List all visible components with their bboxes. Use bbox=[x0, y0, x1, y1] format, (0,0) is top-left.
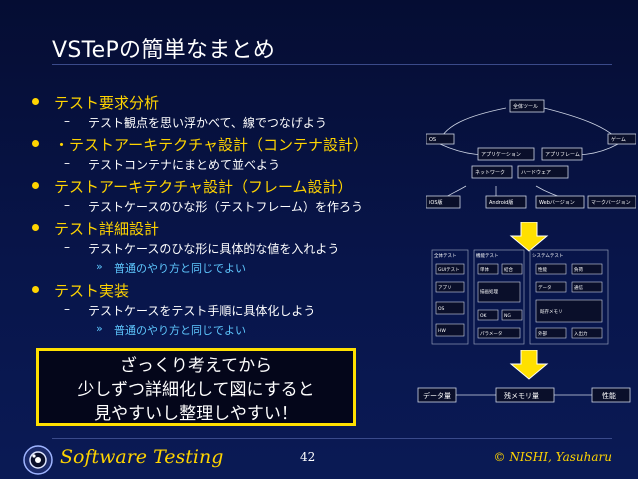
footer-divider bbox=[52, 438, 612, 439]
dash-icon: – bbox=[64, 114, 70, 128]
dash-icon: – bbox=[64, 302, 70, 316]
diagram-label: OS bbox=[429, 137, 436, 143]
diagram-label: 性能 bbox=[538, 266, 547, 273]
bullet-dot-icon bbox=[32, 140, 39, 147]
slide-title: VSTePの簡単なまとめ bbox=[52, 38, 276, 63]
dash-icon: – bbox=[64, 156, 70, 170]
raquo-icon: » bbox=[96, 260, 103, 273]
diagram-label: Android版 bbox=[489, 199, 513, 206]
diagram-label: パラメータ bbox=[480, 330, 502, 337]
diagram-label: ゲーム bbox=[611, 136, 626, 143]
test-container-diagram: 全体テスト 機能テスト システムテスト GUIテスト アプリ OS HW 単体 … bbox=[431, 249, 609, 345]
sub-sub-bullet-item: »普通のやり方と同じでよい bbox=[96, 322, 246, 337]
sub-sub-bullet-item: »普通のやり方と同じでよい bbox=[96, 260, 246, 275]
diagram-label: 機能テスト bbox=[476, 252, 499, 259]
bullet-item: テスト実装 bbox=[28, 280, 398, 302]
diagram-label: 通信 bbox=[574, 284, 583, 291]
callout-line: 見やすいし整理しやすい！ bbox=[94, 404, 298, 424]
dash-icon: – bbox=[64, 198, 70, 212]
sub-bullet-item: –テストコンテナにまとめて並べよう bbox=[64, 156, 281, 172]
diagram-label: HW bbox=[438, 328, 446, 334]
diagram-label: 既存メモリ bbox=[540, 308, 563, 315]
diagram-label: マークバージョン bbox=[591, 200, 631, 206]
camera-lens-icon bbox=[23, 445, 53, 475]
page-number: 42 bbox=[300, 450, 316, 464]
bullet-item: テスト詳細設計 bbox=[28, 218, 398, 240]
diagram-label: GUIテスト bbox=[438, 267, 460, 273]
diagram-label: ハードウェア bbox=[521, 169, 551, 176]
title-divider bbox=[52, 64, 612, 65]
diagram-label: システムテスト bbox=[532, 253, 563, 259]
bullet-item: ・テストアーキテクチャ設計（コンテナ設計） bbox=[28, 134, 398, 156]
diagram-label: アプリケーション bbox=[481, 151, 521, 158]
callout-line: ざっくり考えてから bbox=[119, 356, 273, 376]
diagram-label: 外部 bbox=[538, 330, 547, 337]
diagram-label: アプリ bbox=[438, 285, 452, 291]
diagram-label: 単体 bbox=[480, 266, 489, 273]
diagram-label: データ量 bbox=[423, 391, 451, 400]
footer: Software Testing 42 © NISHI, Yasuharu bbox=[0, 438, 638, 479]
bullet-dot-icon bbox=[32, 286, 39, 293]
diagram-label: 描画処理 bbox=[480, 288, 498, 295]
diagram-label: ネットワーク bbox=[475, 170, 505, 176]
callout-line: 少しずつ詳細化して図にすると bbox=[77, 380, 315, 400]
bullet-dot-icon bbox=[32, 224, 39, 231]
diagram-label: iOS版 bbox=[429, 199, 443, 206]
diagram-label: 性能 bbox=[602, 391, 616, 400]
sub-bullet-item: –テストケースをテスト手順に具体化しよう bbox=[64, 302, 316, 318]
brand-name: Software Testing bbox=[60, 446, 224, 468]
raquo-icon: » bbox=[96, 322, 103, 335]
test-viewpoint-diagram: 全体ツール OS ゲーム アプリケーション アプリフレーム ネットワーク ハード… bbox=[426, 99, 636, 209]
bullet-list: テスト要求分析 –テスト観点を思い浮かべて、線でつなげよう ・テストアーキテクチ… bbox=[28, 92, 398, 342]
test-frame-diagram: データ量 残メモリ量 性能 bbox=[417, 387, 631, 403]
diagram-label: Webバージョン bbox=[539, 200, 575, 206]
diagram-label: 全体ツール bbox=[513, 103, 538, 110]
bullet-item: テスト要求分析 bbox=[28, 92, 398, 114]
arrow-down-icon bbox=[509, 222, 549, 252]
summary-callout: ざっくり考えてから 少しずつ詳細化して図にすると 見やすいし整理しやすい！ bbox=[36, 348, 356, 426]
diagram-label: OS bbox=[438, 306, 445, 312]
bullet-dot-icon bbox=[32, 98, 39, 105]
diagram-label: 残メモリ量 bbox=[504, 391, 539, 400]
sub-bullet-item: –テスト観点を思い浮かべて、線でつなげよう bbox=[64, 114, 327, 130]
diagram-label: OK bbox=[480, 313, 488, 319]
bullet-dot-icon bbox=[32, 182, 39, 189]
diagram-label: 入出力 bbox=[574, 330, 588, 337]
diagram-label: データ bbox=[538, 284, 552, 291]
dash-icon: – bbox=[64, 240, 70, 254]
sub-bullet-item: –テストケースのひな形（テストフレーム）を作ろう bbox=[64, 198, 364, 214]
arrow-down-icon bbox=[509, 350, 549, 380]
diagram-label: 結合 bbox=[504, 266, 513, 273]
copyright: © NISHI, Yasuharu bbox=[493, 450, 613, 464]
bullet-item: テストアーキテクチャ設計（フレーム設計） bbox=[28, 176, 398, 198]
diagram-label: 負荷 bbox=[574, 266, 583, 273]
diagram-label: 全体テスト bbox=[434, 252, 457, 259]
sub-bullet-item: –テストケースのひな形に具体的な値を入れよう bbox=[64, 240, 340, 256]
diagram-label: NG bbox=[504, 313, 511, 319]
diagram-label: アプリフレーム bbox=[545, 152, 580, 158]
